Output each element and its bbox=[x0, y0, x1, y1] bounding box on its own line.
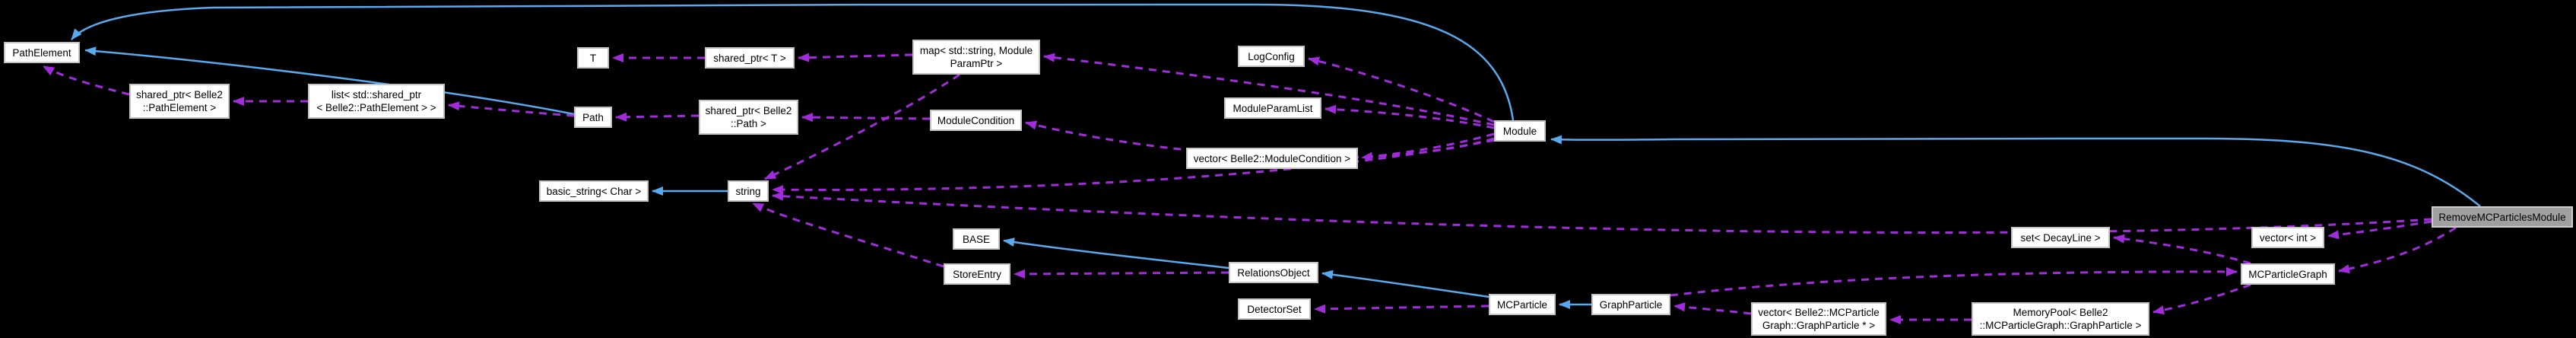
node-list-shared-ptr-pathelement[interactable]: list< std::shared_ptr < Belle2::PathElem… bbox=[308, 84, 445, 119]
node-memorypool-graphparticle[interactable]: MemoryPool< Belle2 ::MCParticleGraph::Gr… bbox=[1972, 302, 2149, 336]
edge-inherits-module-to-pathelement bbox=[71, 3, 1515, 121]
edge-inherits-mcparticle-to-relationsobject bbox=[1321, 269, 1489, 298]
edge-uses-relationsobject-to-storeentry bbox=[1014, 269, 1229, 279]
edge-uses-map-moduleparamptr-to-shared-ptr-t bbox=[798, 53, 913, 62]
edge-uses-shared-ptr-pathelement-to-pathelement bbox=[43, 65, 130, 96]
node-detectorset[interactable]: DetectorSet bbox=[1238, 298, 1311, 320]
edge-uses-graphparticle-to-mcparticlegraph bbox=[1670, 266, 2238, 297]
edge-uses-module-to-map-moduleparamptr bbox=[1043, 53, 1495, 126]
edge-uses-mcparticlegraph-to-memorypool-graphparticle bbox=[2152, 283, 2251, 315]
edge-uses-module-to-moduleparamlist bbox=[1324, 104, 1495, 129]
node-moduleparamlist[interactable]: ModuleParamList bbox=[1224, 97, 1321, 119]
node-set-decayline[interactable]: set< DecayLine > bbox=[2011, 227, 2110, 248]
edge-uses-mcparticle-to-detectorset bbox=[1314, 304, 1489, 314]
node-storeentry[interactable]: StoreEntry bbox=[944, 263, 1010, 285]
edge-uses-module-to-logconfig bbox=[1308, 56, 1495, 123]
node-path[interactable]: Path bbox=[574, 107, 612, 128]
node-t[interactable]: T bbox=[577, 47, 609, 69]
edge-uses-mcparticlegraph-to-set-decayline bbox=[2113, 234, 2251, 265]
edge-uses-storeentry-to-string bbox=[752, 202, 944, 268]
edge-uses-map-moduleparamptr-to-string bbox=[764, 73, 960, 180]
edge-uses-removemcparticlesmodule-to-mcparticlegraph bbox=[2338, 226, 2457, 274]
node-pathelement[interactable]: PathElement bbox=[4, 42, 80, 63]
node-mcparticlegraph[interactable]: MCParticleGraph bbox=[2241, 263, 2335, 285]
edge-uses-shared-ptr-path-to-path bbox=[615, 112, 700, 122]
node-removemcparticlesmodule[interactable]: RemoveMCParticlesModule bbox=[2432, 206, 2573, 228]
edge-uses-module-to-modulecondition bbox=[1025, 120, 1495, 159]
edge-uses-path-to-list-shared-ptr-pathelement bbox=[448, 101, 575, 117]
edge-uses-modulecondition-to-shared-ptr-path bbox=[801, 113, 931, 123]
node-modulecondition[interactable]: ModuleCondition bbox=[930, 110, 1022, 131]
node-logconfig[interactable]: LogConfig bbox=[1238, 46, 1305, 67]
node-shared-ptr-pathelement[interactable]: shared_ptr< Belle2 ::PathElement > bbox=[129, 84, 230, 119]
node-vector-int[interactable]: vector< int > bbox=[2251, 227, 2324, 248]
edge-inherits-relationsobject-to-base bbox=[1003, 238, 1229, 269]
edge-uses-module-to-vector-modulecondition bbox=[1361, 132, 1495, 161]
node-base[interactable]: BASE bbox=[953, 228, 1000, 250]
edge-inherits-removemcparticlesmodule-to-module bbox=[1550, 135, 2481, 207]
edge-inherits-path-to-pathelement bbox=[84, 46, 575, 116]
node-graphparticle[interactable]: GraphParticle bbox=[1591, 294, 1670, 315]
edge-uses-module-to-string bbox=[772, 139, 1495, 195]
node-mcparticle[interactable]: MCParticle bbox=[1489, 294, 1556, 315]
node-shared-ptr-t[interactable]: shared_ptr< T > bbox=[705, 47, 795, 69]
node-map-moduleparamptr[interactable]: map< std::string, Module ParamPtr > bbox=[912, 40, 1040, 75]
node-vector-modulecondition[interactable]: vector< Belle2::ModuleCondition > bbox=[1186, 148, 1358, 169]
node-string[interactable]: string bbox=[728, 180, 769, 202]
edge-uses-vector-graphparticle-ptr-to-graphparticle bbox=[1673, 302, 1752, 315]
node-shared-ptr-path[interactable]: shared_ptr< Belle2 ::Path > bbox=[699, 100, 798, 135]
edge-uses-removemcparticlesmodule-to-vector-int bbox=[2327, 220, 2432, 240]
node-relationsobject[interactable]: RelationsObject bbox=[1229, 262, 1318, 283]
node-basic-string-char[interactable]: basic_string< Char > bbox=[539, 180, 649, 202]
node-vector-graphparticle-ptr[interactable]: vector< Belle2::MCParticle Graph::GraphP… bbox=[1751, 302, 1886, 336]
edge-uses-removemcparticlesmodule-to-string bbox=[772, 191, 2432, 234]
node-module[interactable]: Module bbox=[1494, 120, 1546, 142]
